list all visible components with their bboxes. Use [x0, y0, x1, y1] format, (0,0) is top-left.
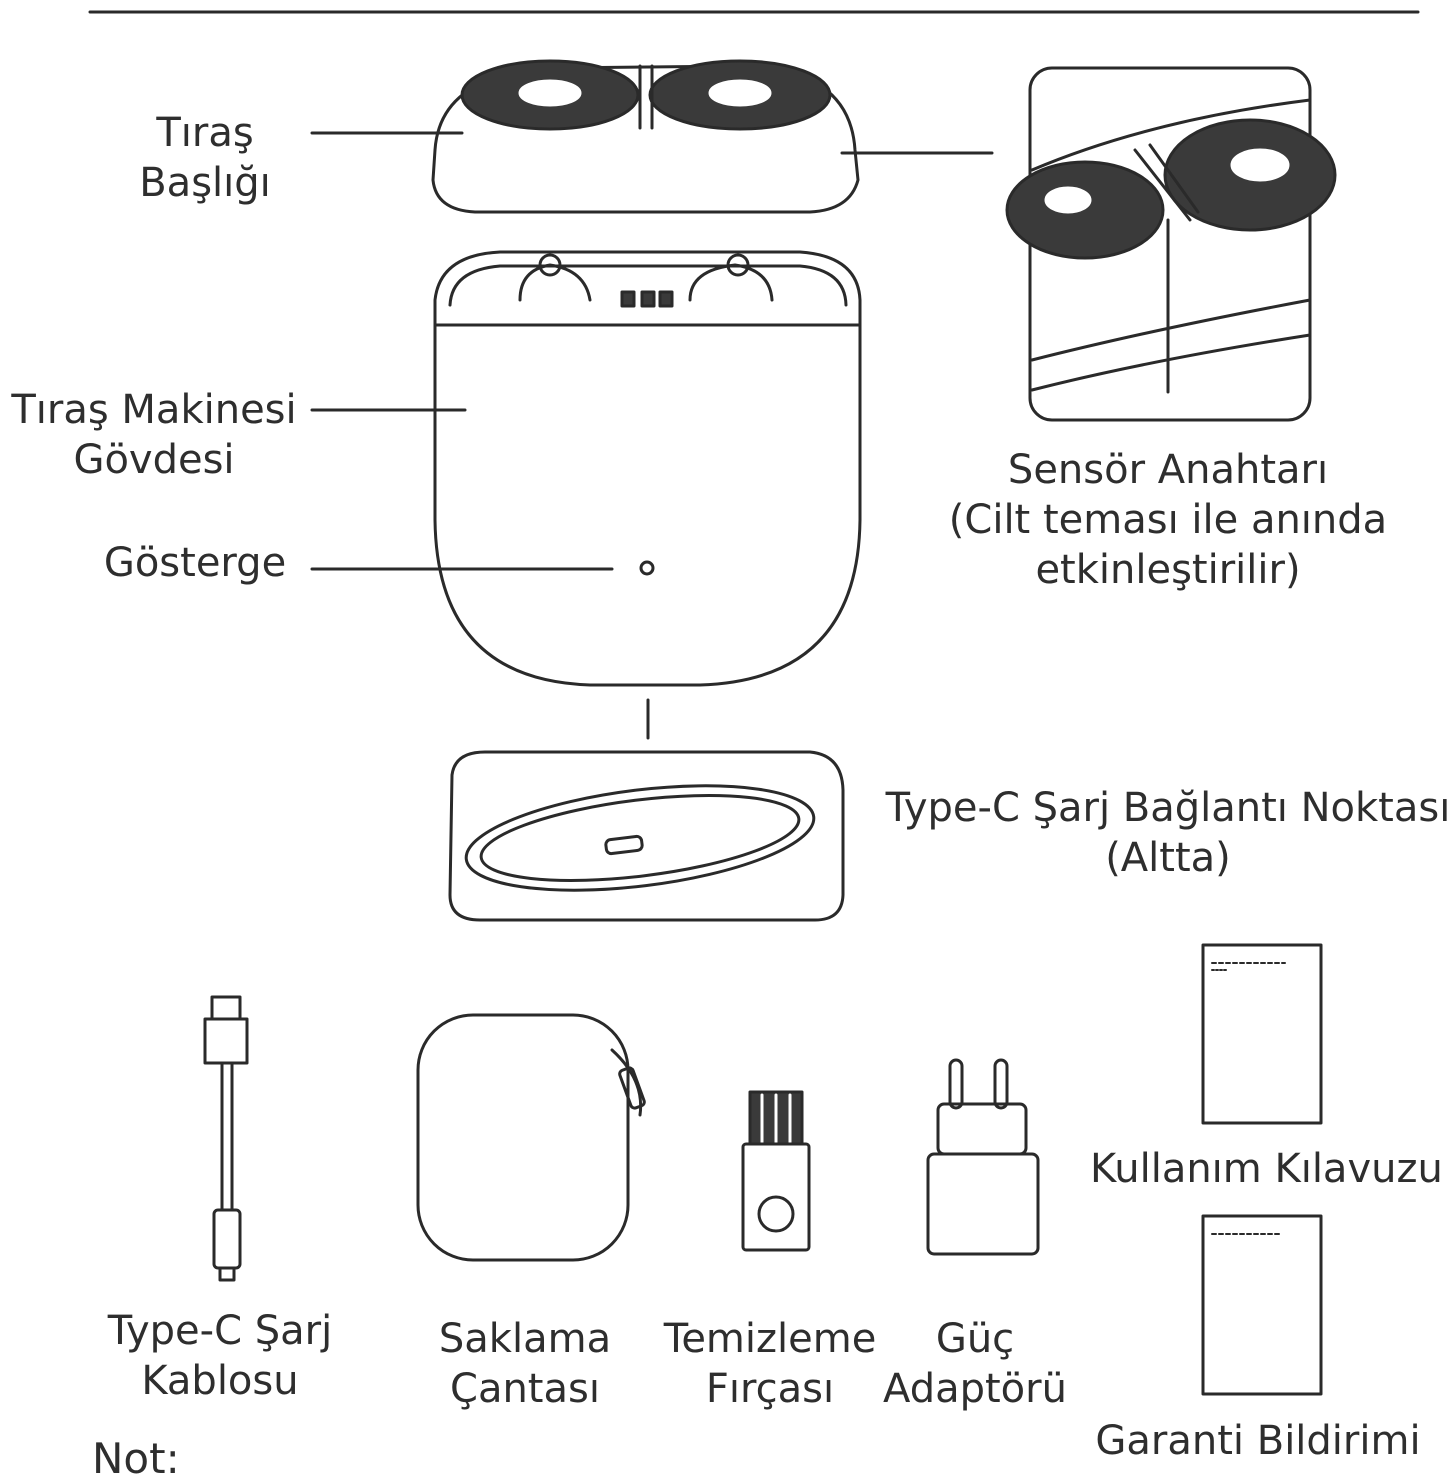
shaver-body-illustration — [433, 250, 862, 687]
label-gosterge: Gösterge — [103, 540, 287, 586]
sensor-detail-illustration — [1005, 66, 1337, 422]
manual-illustration — [1201, 943, 1323, 1125]
label-type-c-port: Type-C Şarj Bağlantı Noktası(Altta) — [885, 785, 1451, 881]
adapter-illustration — [926, 1058, 1040, 1256]
base-illustration — [448, 750, 845, 922]
label-kilavuz: Kullanım Kılavuzu — [1090, 1146, 1443, 1192]
cable-illustration — [203, 995, 249, 1282]
pouch-illustration — [416, 1013, 646, 1262]
shaving-head-illustration — [431, 59, 860, 214]
brush-illustration — [741, 1090, 811, 1252]
label-garanti: Garanti Bildirimi — [1095, 1418, 1421, 1464]
note-heading: Not: — [92, 1434, 180, 1483]
warranty-illustration — [1201, 1214, 1323, 1396]
